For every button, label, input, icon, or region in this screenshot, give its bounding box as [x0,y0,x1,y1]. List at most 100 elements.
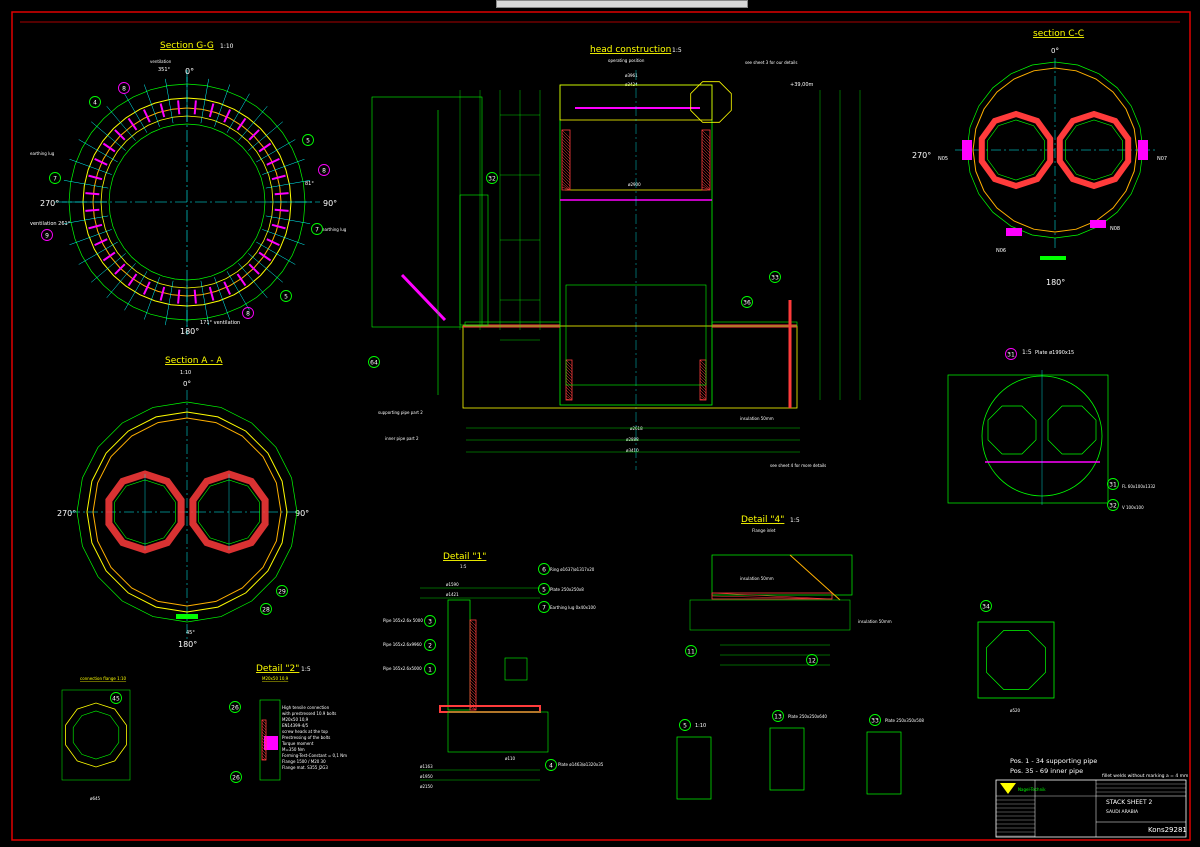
head-insulation-left-hatch [561,153,571,163]
d1-insulation-hatch [469,673,477,681]
head-subtitle: operating position [608,58,645,63]
head-insulation-right-hatch [701,165,711,175]
callout-number: 36 [743,300,751,307]
head-left-bracket [400,273,447,322]
d1-base-ring [439,705,541,713]
head-insulation-left-hatch [561,162,571,172]
callout-bubble [302,134,314,146]
callout-bubble [980,600,992,612]
head-insulation-low-left-hatch [565,389,573,397]
detail1-scale: 1:5 [460,564,467,569]
callout-bubble [276,585,288,597]
gg-radial-line [214,277,231,320]
gg-radial-line [262,229,305,246]
d2-note: EN14399-4/5 [282,723,309,728]
callout-bubble [118,82,130,94]
head-insulation-low-right-hatch [699,371,707,379]
head-insulation-right-hatch [701,144,711,154]
callout-bubble [1005,348,1017,360]
note-supporting-pipe: Pos. 1 - 34 supporting pipe [1010,757,1097,765]
cf-dim: ø645 [90,796,101,801]
d1-insulation-hatch [469,694,477,702]
gg-bolt [85,192,100,196]
callout-number: 33 [771,275,779,282]
cf-inner-polygon [72,710,120,760]
gg-note-171: 171° ventilation [200,320,240,326]
head-insulation-low-left-hatch [565,380,573,388]
gg-bolt [248,263,260,275]
d1-insulation-hatch [469,685,477,693]
detail2-scale: 1:5 [301,666,311,673]
aa-angle-bottom: 180° [178,640,197,649]
title-block-frame [995,779,1187,838]
head-insulation-left-hatch [561,141,571,151]
cc-angle-top: 0° [1051,47,1059,55]
gg-bolt [271,174,286,181]
head-supporting-pipe: supporting pipe part 2 [378,410,423,415]
callout-number: 5 [542,587,546,594]
head-note-sheet3: see sheet 3 for our details [745,60,797,65]
gg-radial-line [165,280,174,326]
d1-insulation-hatch [469,664,477,672]
head-flange-right [711,321,798,327]
head-insulation-left-hatch [561,144,571,154]
gg-radial-line [63,215,109,224]
gg-radial-line [63,180,109,189]
gg-bolt [102,142,116,153]
callout-bubble [1107,499,1119,511]
gg-angle-right: 90° [323,199,337,208]
head-dim-bot3: ø3410 [626,448,639,453]
callout-bubble [230,771,242,783]
detail2-sub: M20x50 10,9 [262,676,289,681]
callout-number: 28 [262,607,270,614]
d1-lower-pipe [447,711,549,753]
gg-radial-line [91,121,126,151]
d4-lower [689,599,851,631]
callout-number: 7 [542,605,546,612]
callout-number: 32 [1109,503,1117,510]
d2-hatch-hatch [261,758,267,761]
d1-insulation-hatch [469,670,477,678]
p31-octagon-right [1047,405,1097,455]
d1-label: Earthing lug 0x40x100 [550,605,596,610]
head-insulation-low-right-hatch [699,368,707,376]
d1-label: Pipe 165x2.6x 5000 [383,618,423,623]
company-logo [1000,783,1016,794]
gg-bolt [223,281,232,295]
cc-angle-bottom: 180° [1046,278,1065,287]
d1-lug [504,657,528,681]
gg-bolt [88,174,103,181]
head-insulation-left-hatch [561,156,571,166]
callout-bubble [486,172,498,184]
head-top-detail-octagon [690,81,732,123]
head-insulation-left-hatch [561,171,571,181]
d1-label: Ring ø1637/ø1317x20 [550,567,595,572]
gg-bolt [274,192,289,196]
detail4-insulation: insulation 50mm [740,576,774,581]
d2-hatch-hatch [261,749,267,755]
aa-angle-left: 270° [57,509,76,518]
p34-octagon [986,630,1046,690]
head-insulation-left-hatch [561,147,571,157]
callout-bubble [424,615,436,627]
plate31-scale: 1:5 [1022,349,1032,356]
cc-pipe-insulation [1056,110,1132,190]
gg-radial-line [143,84,160,127]
gg-radial-line [214,84,231,127]
callout-bubble [769,271,781,283]
head-insulation-right-hatch [701,171,711,181]
head-insulation-right-hatch [701,162,711,172]
gg-note-261: ventilation 261° [30,221,71,227]
gg-bolt [94,157,108,166]
cf-outer-polygon [65,702,127,768]
callout-number: 33 [871,718,879,725]
aa-angle-top: 0° [183,380,191,388]
callout-number: 6 [542,567,546,574]
gg-radial-line [200,78,209,124]
small-detail-plate [769,727,805,791]
small-detail-scale: 1:10 [695,723,706,729]
